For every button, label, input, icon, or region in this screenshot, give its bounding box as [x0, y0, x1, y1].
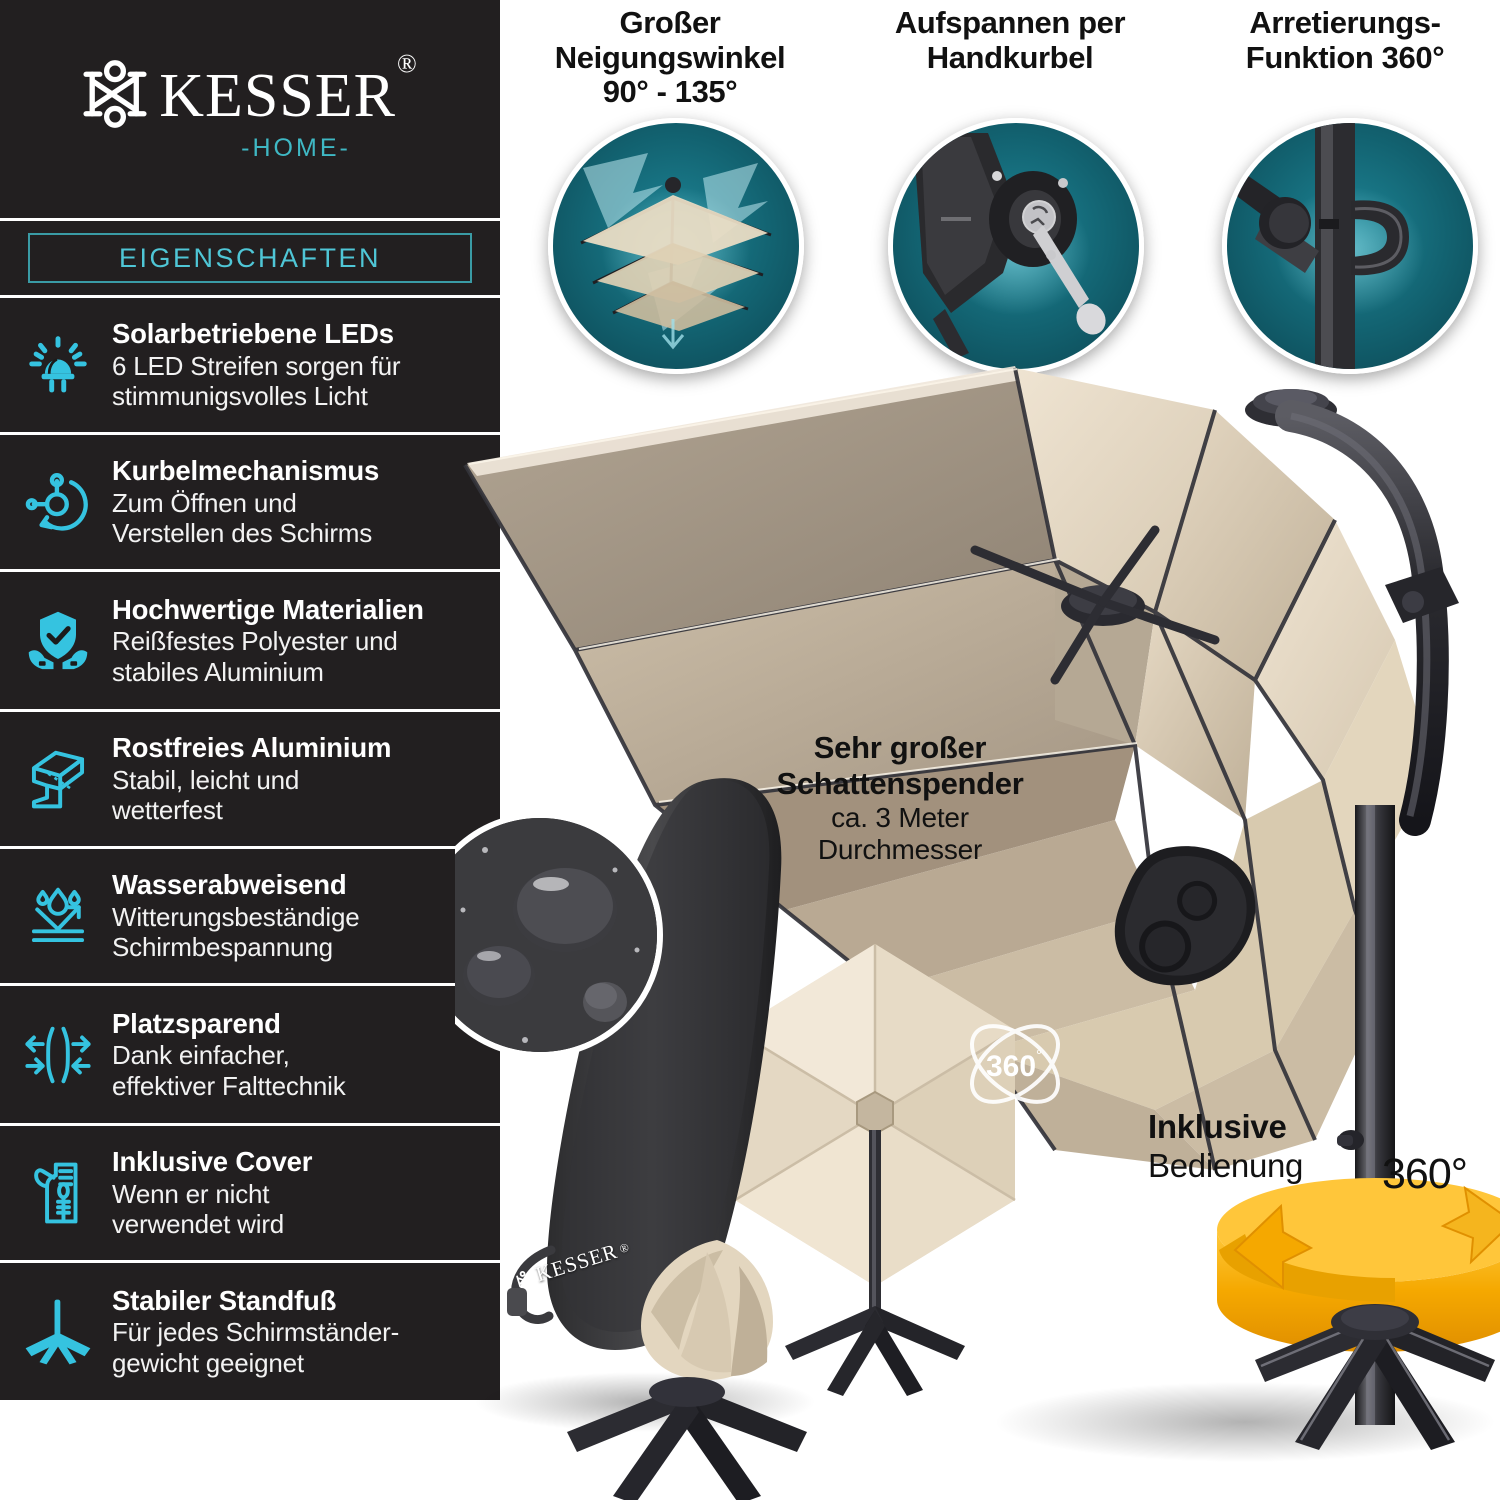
callout-line: Aufspannen per — [894, 5, 1126, 40]
tilt-angle-photo — [548, 118, 804, 374]
feature-body-line: Dank einfacher, — [112, 1040, 290, 1071]
feature-text-space-saving: Platzsparend Dank einfacher, effektiver … — [112, 1008, 492, 1102]
brand-name: KESSER® — [159, 48, 418, 130]
feature-title: Stabiler Standfuß — [112, 1284, 337, 1316]
feature-row-crank: Kurbelmechanismus Zum Öffnen und Verstel… — [0, 432, 500, 569]
cover-zipper-icon — [4, 1158, 112, 1228]
feature-row-materials: Hochwertige Materialien Reißfestes Polye… — [0, 569, 500, 709]
features-header-label: EIGENSCHAFTEN — [118, 242, 382, 273]
registered-mark: ® — [397, 48, 418, 78]
annotation-line: Schattenspender — [776, 765, 1024, 801]
callout-line: Arretierungs- — [1249, 5, 1441, 40]
rotation-ring-360 — [1217, 1178, 1500, 1352]
top-view-canopy — [734, 944, 1016, 1396]
feature-row-aluminium: Rostfreies Aluminium Stabil, leicht und … — [0, 709, 500, 846]
feature-title: Rostfreies Aluminium — [112, 732, 392, 764]
callout-line: Großer — [619, 5, 721, 40]
feature-body-line: Verstellen des Schirms — [112, 518, 373, 549]
feature-title: Wasserabweisend — [112, 869, 347, 901]
brand-logo-panel: KESSER® -HOME- — [0, 0, 500, 218]
feature-row-solar-leds: Solarbetriebene LEDs 6 LED Streifen sorg… — [0, 295, 500, 432]
callout-line: Neigungswinkel — [554, 39, 786, 75]
feature-body-line: Schirmbespannung — [112, 932, 333, 963]
badge-360-unit: ° — [1036, 1047, 1042, 1064]
annotation-operation: Inklusive Bedienung — [1148, 1108, 1398, 1186]
locking-handle-photo — [1222, 118, 1478, 374]
annotation-shade: Sehr großer Schattenspender ca. 3 Meter … — [735, 730, 1065, 867]
badge-360-icon: 360 ° — [955, 1010, 1075, 1118]
feature-sidebar: KESSER® -HOME- EIGENSCHAFTEN — [0, 0, 500, 1404]
kesser-monogram-icon — [512, 1267, 537, 1292]
space-saving-arrows-icon — [4, 1020, 112, 1090]
water-repellent-icon — [4, 881, 112, 951]
brand-logo-row: KESSER® — [77, 48, 418, 132]
feature-text-materials: Hochwertige Materialien Reißfestes Polye… — [112, 594, 492, 688]
annotation-line: Durchmesser — [817, 834, 983, 866]
feature-row-space-saving: Platzsparend Dank einfacher, effektiver … — [0, 983, 500, 1123]
crank-handle-icon — [4, 467, 112, 537]
feature-body-line: Wenn er nicht — [112, 1178, 270, 1209]
features-header-box: EIGENSCHAFTEN — [28, 233, 472, 283]
callout-line: Funktion 360° — [1245, 39, 1445, 75]
feature-body-line: stimmunigsvolles Licht — [112, 381, 368, 412]
remote-control — [1114, 846, 1256, 986]
badge-360-value: 360 — [986, 1050, 1036, 1083]
cover-brand-logo: KESSER® — [511, 1235, 633, 1294]
feature-body-line: Witterungsbeständige — [112, 901, 360, 932]
water-bead-macro-photo — [417, 812, 663, 1058]
callout-label-tilt-angle: Großer Neigungswinkel 90° - 135° — [520, 5, 820, 110]
feature-title: Platzsparend — [112, 1007, 281, 1039]
feature-title: Hochwertige Materialien — [112, 593, 424, 625]
shield-hands-icon — [4, 605, 112, 677]
feature-body-line: 6 LED Streifen sorgen für — [112, 350, 401, 381]
feature-body-line: stabiles Aluminium — [112, 656, 324, 687]
annotation-line: ca. 3 Meter — [831, 801, 969, 833]
feature-text-base: Stabiler Standfuß Für jedes Schirmstände… — [112, 1285, 492, 1379]
feature-text-aluminium: Rostfreies Aluminium Stabil, leicht und … — [112, 732, 492, 826]
product-illustration — [417, 350, 1500, 1504]
feature-title: Kurbelmechanismus — [112, 455, 380, 487]
callout-line: Handkurbel — [926, 39, 1094, 75]
feature-body-line: Stabil, leicht und — [112, 764, 300, 795]
feature-row-cover: Inklusive Cover Wenn er nicht verwendet … — [0, 1123, 500, 1260]
feature-text-water-repellent: Wasserabweisend Witterungsbeständige Sch… — [112, 869, 492, 963]
annotation-line: Inklusive — [1148, 1108, 1287, 1145]
protective-cover — [507, 778, 807, 1504]
annotation-rotation-degrees: 360° — [1382, 1150, 1468, 1198]
aluminium-beam-icon — [4, 744, 112, 814]
callout-line: 90° - 135° — [602, 74, 738, 110]
annotation-line: Sehr großer — [813, 730, 987, 765]
feature-body-line: wetterfest — [112, 795, 223, 826]
hand-crank-photo — [888, 118, 1144, 374]
feature-body-line: Zum Öffnen und — [112, 487, 297, 518]
feature-body-line: effektiver Falttechnik — [112, 1070, 346, 1101]
kesser-monogram-icon — [77, 56, 153, 132]
feature-body-line: verwendet wird — [112, 1209, 285, 1240]
feature-body-line: Reißfestes Polyester und — [112, 626, 398, 657]
feature-text-cover: Inklusive Cover Wenn er nicht verwendet … — [112, 1146, 492, 1240]
callout-label-hand-crank: Aufspannen per Handkurbel — [860, 5, 1160, 75]
feature-row-base: Stabiler Standfuß Für jedes Schirmstände… — [0, 1260, 500, 1400]
feature-body-line: Für jedes Schirmständer- — [112, 1317, 400, 1348]
feature-text-crank: Kurbelmechanismus Zum Öffnen und Verstel… — [112, 455, 492, 549]
led-bulb-icon — [4, 330, 112, 400]
cross-base-main — [1255, 1304, 1495, 1450]
feature-row-water-repellent: Wasserabweisend Witterungsbeständige Sch… — [0, 846, 500, 983]
cross-base-icon — [4, 1295, 112, 1369]
feature-text-solar-leds: Solarbetriebene LEDs 6 LED Streifen sorg… — [112, 318, 492, 412]
features-header: EIGENSCHAFTEN — [0, 218, 500, 295]
feature-title: Solarbetriebene LEDs — [112, 318, 394, 350]
feature-title: Inklusive Cover — [112, 1146, 313, 1178]
brand-sub: -HOME- — [241, 133, 351, 162]
annotation-line: Bedienung — [1148, 1146, 1304, 1184]
callout-label-locking: Arretierungs- Funktion 360° — [1190, 5, 1500, 75]
feature-body-line: gewicht geeignet — [112, 1347, 304, 1378]
